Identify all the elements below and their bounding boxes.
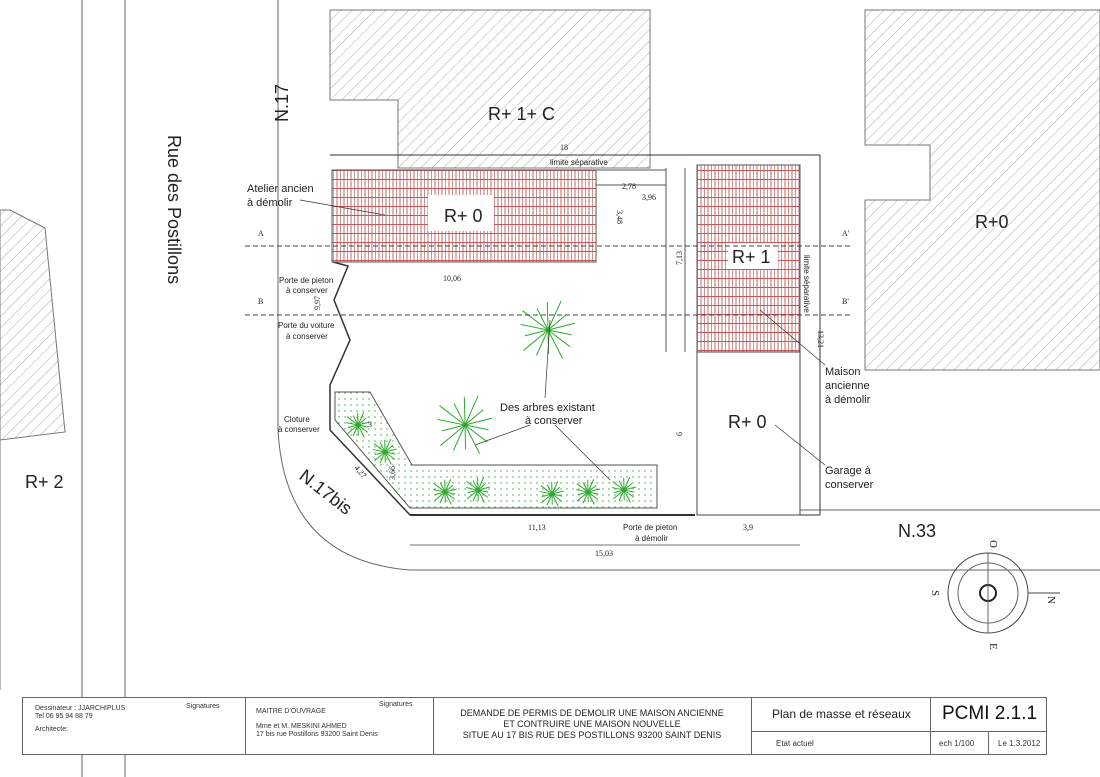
project-title: DEMANDE DE PERMIS DE DEMOLIR UNE MAISON … <box>433 697 752 755</box>
garage-label: R+ 0 <box>728 412 767 432</box>
atelier-1-label: Atelier ancien <box>247 183 314 195</box>
tree-icon <box>465 477 490 503</box>
garage-1-label: Garage à <box>825 465 872 477</box>
leader-lines <box>299 199 826 481</box>
pieton-demolir-1-label: Porte de pieton <box>623 523 677 532</box>
n-label: N <box>1045 596 1057 604</box>
pieton-demolir-2-label: à démolir <box>635 534 668 543</box>
demande-2-label: ET CONTRUIRE UNE MAISON NOUVELLE <box>503 719 681 729</box>
maison-1-label: Maison <box>825 366 860 378</box>
building-right <box>864 9 1100 371</box>
drawing-code: PCMI 2.1.1 <box>942 703 1038 724</box>
demande-1-label: DEMANDE DE PERMIS DE DEMOLIR UNE MAISON … <box>460 708 724 718</box>
building-top <box>329 9 651 169</box>
divider <box>930 697 931 755</box>
plan-state: Etat actuel <box>776 739 814 748</box>
owner-label: Mme et M. MESKINI AHMED <box>256 723 347 730</box>
cloture-1-label: Cloture <box>284 415 310 424</box>
label-backdrop <box>428 195 494 231</box>
divider <box>752 731 1047 732</box>
maitre-label: MAITRE D'OUVRAGE <box>256 708 326 715</box>
a-label: A <box>258 229 264 238</box>
owner-cell: MAITRE D'OUVRAGE Mme et M. MESKINI AHMED… <box>246 698 434 754</box>
owner-address-label: 17 bis rue Postillons 93200 Saint Denis <box>256 731 378 738</box>
o-label: O <box>987 540 999 548</box>
d18-label: 18 <box>560 143 568 152</box>
d3-label: 3 <box>368 420 372 429</box>
limite-right-label: limite séparative <box>802 255 811 313</box>
street-n17bis: N.17bis <box>296 465 356 518</box>
architecte-label: Architecte: <box>35 726 69 733</box>
pieton-1-label: Porte de pieton <box>279 276 333 285</box>
building-label-right: R+0 <box>975 212 1009 232</box>
compass-rose <box>947 552 1060 634</box>
tree-icon <box>611 477 636 503</box>
limite-top-label: limite séparative <box>550 158 608 167</box>
scale: ech 1/100 <box>939 739 975 748</box>
arbres-1-label: Des arbres existant <box>500 402 595 414</box>
d427-label: 4,27 <box>352 464 368 481</box>
arbres-2-label: à conserver <box>525 415 583 427</box>
s-label: S <box>929 590 941 596</box>
d997-label: 9,97 <box>313 296 322 310</box>
title-block: Dessinateur : JJARCHIPLUS Tel 06 95 94 8… <box>22 697 1047 755</box>
street-curb <box>277 429 1100 571</box>
d713-label: 7,13 <box>675 251 684 265</box>
voiture-1-label: Porte du voiture <box>278 321 335 330</box>
d39-label: 3,9 <box>743 523 753 532</box>
maison-label: R+ 1 <box>732 247 771 267</box>
tree-icon <box>432 479 457 505</box>
garage <box>696 351 801 516</box>
tel-label: Tel 06 95 94 88 79 <box>35 713 93 720</box>
atelier-label: R+ 0 <box>444 206 483 226</box>
tree-icon <box>372 439 397 465</box>
maison-2-label: ancienne <box>825 380 870 392</box>
plan-title: Plan de masse et réseaux <box>772 707 911 721</box>
tree-icon <box>437 395 493 454</box>
e-label: E <box>987 643 999 650</box>
gate-zigzag <box>329 261 351 386</box>
b-label: B <box>258 297 263 306</box>
maison-3-label: à démolir <box>825 394 871 406</box>
signatures-1-label: Signatures <box>186 703 220 710</box>
a2-label: A' <box>842 229 850 238</box>
fence <box>329 429 411 516</box>
trees <box>345 300 636 507</box>
street-n17: N.17 <box>272 84 292 122</box>
d6-label: 6 <box>675 432 684 436</box>
d1321-label: 13,21 <box>816 330 825 348</box>
label-backdrop <box>728 243 778 269</box>
d366-label: 3,66 <box>388 466 397 480</box>
garage-2-label: conserver <box>825 479 874 491</box>
signatures-2-label: Signatures <box>379 701 413 708</box>
d1503-label: 15,03 <box>595 549 613 558</box>
d1113-label: 11,13 <box>528 523 546 532</box>
planting-area <box>334 391 658 509</box>
atelier-2-label: à démolir <box>247 197 293 209</box>
d1006-label: 10,06 <box>443 274 461 283</box>
dessinateur-label: Dessinateur : JJARCHIPLUS <box>35 705 126 712</box>
date: Le 1.3.2012 <box>998 739 1041 748</box>
tree-icon <box>575 479 600 505</box>
building-label-top: R+ 1+ C <box>488 104 555 124</box>
drawing-info: Plan de masse et réseaux Etat actuel PCM… <box>752 697 1047 755</box>
demande-3-label: SITUE AU 17 BIS RUE DES POSTILLONS 93200… <box>462 730 722 740</box>
d278-label: 2,78 <box>622 182 636 191</box>
divider <box>988 731 989 755</box>
street-rue-des-postillons: Rue des Postillons <box>164 135 184 284</box>
pieton-2-label: à conserver <box>286 286 328 295</box>
b2-label: B' <box>842 297 849 306</box>
cloture-2-label: à conserver <box>278 425 320 434</box>
d396-label: 3,96 <box>642 193 656 202</box>
drawer-cell: Dessinateur : JJARCHIPLUS Tel 06 95 94 8… <box>23 698 246 754</box>
tree-icon <box>539 481 564 507</box>
d348-label: 3,48 <box>615 210 624 224</box>
street-n33: N.33 <box>898 521 936 541</box>
building-left <box>0 209 66 690</box>
tree-icon <box>345 412 370 438</box>
building-label-left: R+ 2 <box>25 472 64 492</box>
voiture-2-label: à conserver <box>286 332 328 341</box>
